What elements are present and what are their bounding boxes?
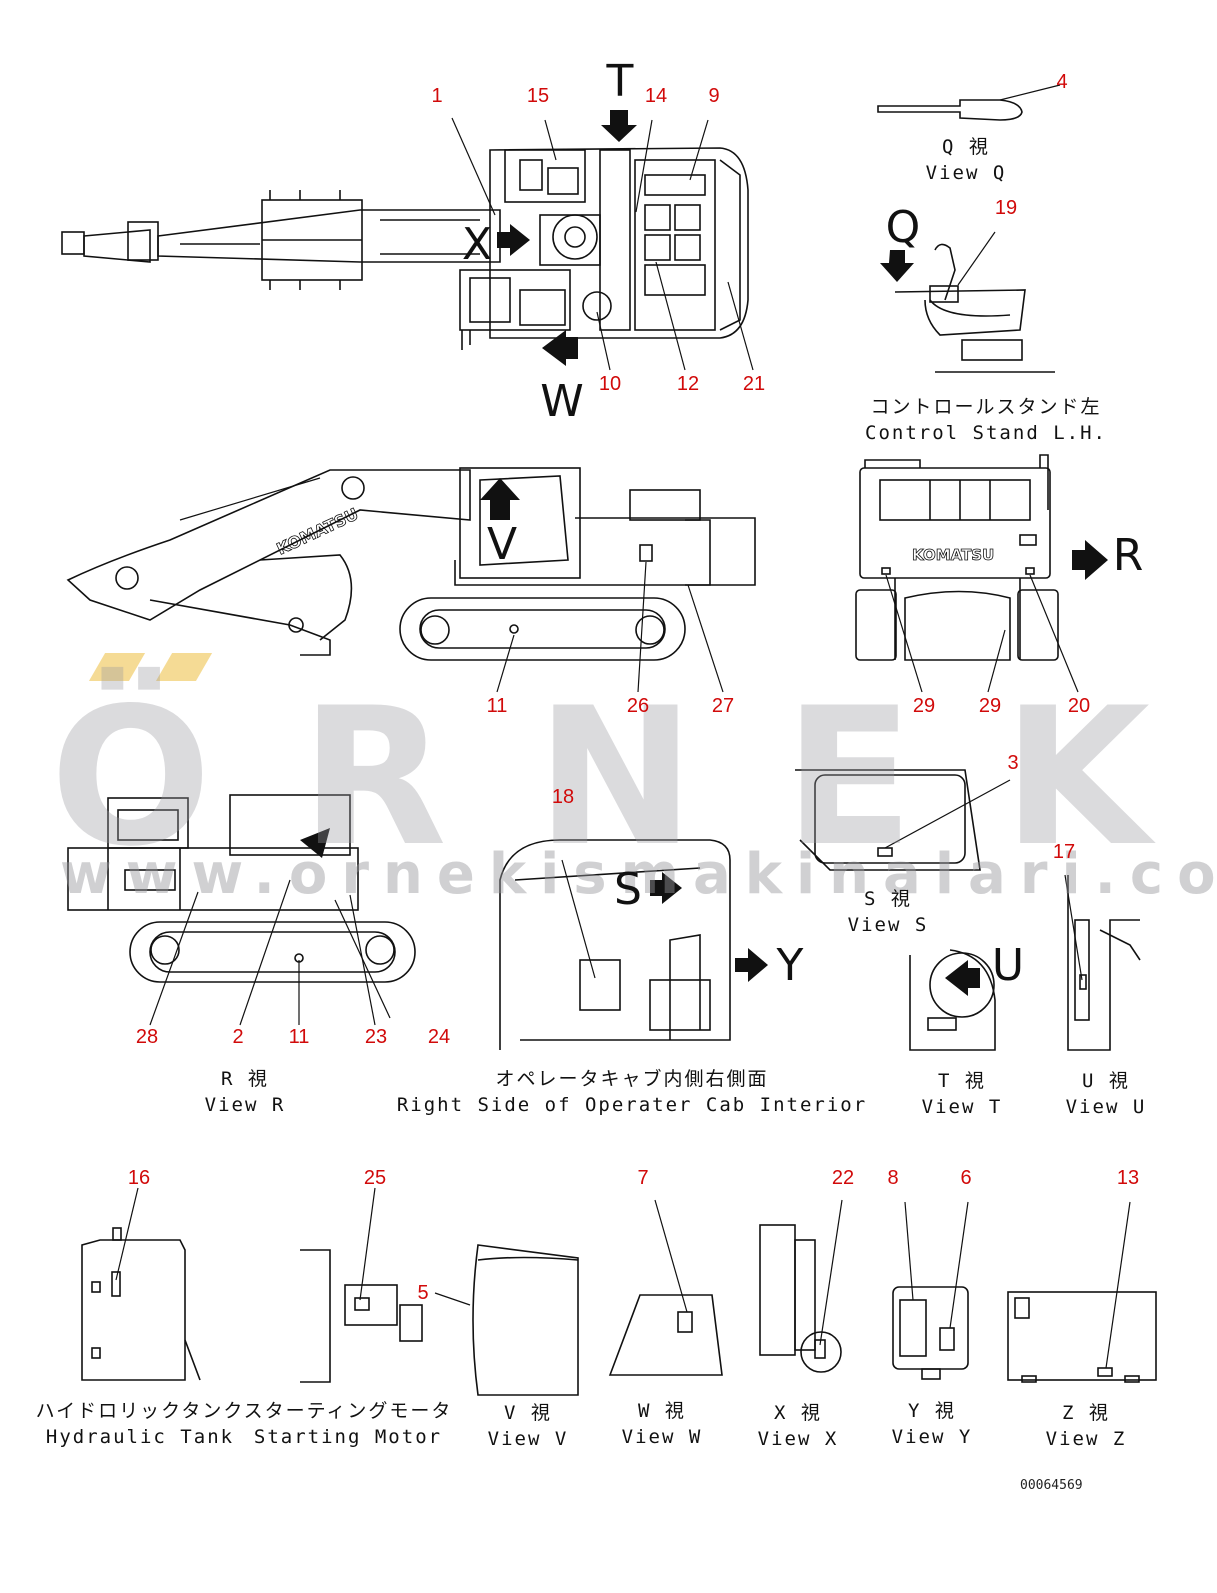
callout-17: 17 bbox=[1052, 841, 1076, 863]
callout-26: 26 bbox=[626, 695, 650, 717]
callout-18: 18 bbox=[551, 786, 575, 808]
callout-13: 13 bbox=[1116, 1167, 1140, 1189]
side-view-drawing bbox=[66, 467, 756, 661]
brand-label-rear: KOMATSU bbox=[912, 546, 994, 564]
view-r-drawing bbox=[67, 794, 416, 983]
leader-lines-side bbox=[496, 561, 724, 693]
callout-29-left: 29 bbox=[912, 695, 936, 717]
callout-9: 9 bbox=[708, 85, 720, 107]
view-letter-u: U bbox=[991, 940, 1025, 991]
watermark-url: www.ornekismakinalari.com.tr bbox=[60, 842, 1217, 907]
drawing-code: 00064569 bbox=[1020, 1478, 1083, 1493]
top-view-drawing bbox=[61, 147, 749, 350]
rear-view-drawing bbox=[855, 454, 1108, 661]
callout-19: 19 bbox=[994, 197, 1018, 219]
callout-20: 20 bbox=[1067, 695, 1091, 717]
callout-12: 12 bbox=[676, 373, 700, 395]
hydraulic-tank-drawing bbox=[81, 1187, 201, 1381]
view-letter-x: X bbox=[461, 219, 493, 270]
callout-29-right: 29 bbox=[978, 695, 1002, 717]
view-arrow-v bbox=[480, 478, 520, 520]
view-letter-v: V bbox=[486, 519, 518, 570]
view-z-drawing bbox=[1007, 1201, 1157, 1383]
callout-24: 24 bbox=[427, 1026, 451, 1048]
callout-8: 8 bbox=[887, 1167, 899, 1189]
view-letter-y: Y bbox=[776, 940, 804, 991]
view-y-drawing bbox=[892, 1201, 969, 1380]
view-q-drawing bbox=[877, 84, 1061, 121]
callout-25: 25 bbox=[363, 1167, 387, 1189]
callout-21: 21 bbox=[742, 373, 766, 395]
view-letter-w: W bbox=[540, 376, 584, 427]
view-s-drawing bbox=[795, 769, 1011, 871]
callout-16: 16 bbox=[127, 1167, 151, 1189]
callout-1: 1 bbox=[431, 85, 443, 107]
view-arrows-top bbox=[497, 110, 637, 366]
view-letter-t-top: T bbox=[606, 56, 634, 107]
view-t-drawing bbox=[909, 949, 996, 1051]
view-letter-r: R bbox=[1112, 530, 1144, 581]
callout-23: 23 bbox=[364, 1026, 388, 1048]
leader-lines-view-r bbox=[149, 879, 391, 1026]
callout-10: 10 bbox=[598, 373, 622, 395]
callout-5: 5 bbox=[417, 1282, 429, 1304]
cab-interior-drawing bbox=[499, 839, 768, 1050]
callout-28: 28 bbox=[135, 1026, 159, 1048]
callout-7: 7 bbox=[637, 1167, 649, 1189]
view-v-drawing bbox=[434, 1244, 579, 1396]
callout-14: 14 bbox=[644, 85, 668, 107]
callout-6: 6 bbox=[960, 1167, 972, 1189]
callout-11-view-r: 11 bbox=[288, 1026, 310, 1048]
leader-lines-rear bbox=[885, 574, 1079, 693]
callout-3: 3 bbox=[1007, 752, 1019, 774]
callout-11-side: 11 bbox=[486, 695, 508, 717]
watermark-logo: ÖRNEK bbox=[50, 653, 1150, 858]
view-x-drawing bbox=[759, 1199, 843, 1373]
view-u-drawing bbox=[1064, 874, 1141, 1051]
control-stand-drawing bbox=[880, 231, 1055, 373]
view-letter-q: Q bbox=[885, 202, 921, 253]
callout-22: 22 bbox=[831, 1167, 855, 1189]
view-w-drawing bbox=[608, 1199, 723, 1376]
callout-4: 4 bbox=[1056, 71, 1068, 93]
leader-lines-top bbox=[451, 117, 754, 371]
callout-27: 27 bbox=[711, 695, 735, 717]
starting-motor-drawing bbox=[300, 1187, 423, 1383]
view-letter-s: S bbox=[614, 864, 642, 915]
brand-label-boom: KOMATSU bbox=[274, 504, 362, 558]
callout-15: 15 bbox=[526, 85, 550, 107]
callout-2: 2 bbox=[232, 1026, 244, 1048]
